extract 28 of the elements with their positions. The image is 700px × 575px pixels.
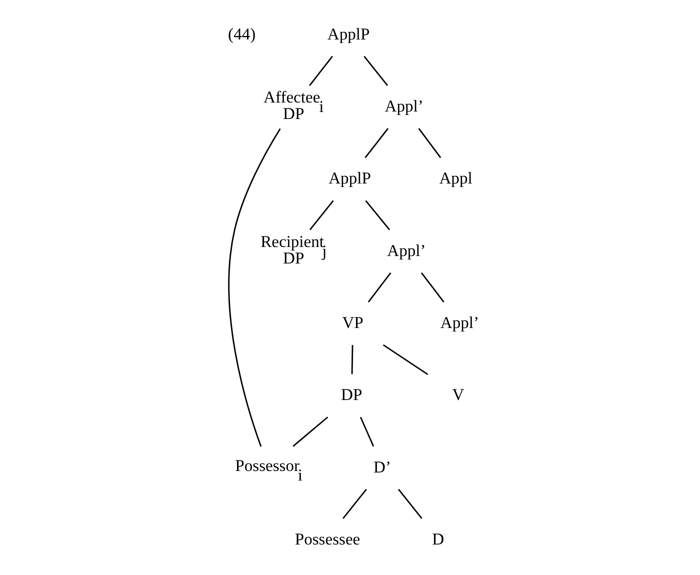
connector (397, 488, 422, 519)
connector (382, 344, 428, 375)
connector (364, 128, 388, 158)
node-text: D’ (373, 457, 391, 476)
node-text: Appl’ (384, 96, 423, 116)
connector (292, 416, 328, 447)
connector (420, 272, 444, 302)
connector (418, 128, 441, 158)
node-text: V (452, 385, 464, 404)
node-text: Appl’ (386, 240, 426, 260)
node-text: ApplP (326, 24, 370, 44)
connector (308, 56, 332, 86)
connector (367, 272, 391, 302)
connector (359, 416, 374, 447)
node-text: VP (342, 312, 363, 332)
node-text: Appl (438, 168, 472, 188)
node-text: DP (340, 385, 362, 404)
connector (308, 200, 334, 230)
label: (44) (228, 24, 256, 44)
connector (364, 200, 390, 230)
node-text: Possessee (294, 529, 360, 548)
connector (228, 128, 280, 447)
node-text: ApplP (328, 168, 370, 188)
node-text: Appl’ (440, 312, 479, 332)
connector (342, 488, 366, 519)
connector (350, 344, 353, 374)
connector (363, 56, 388, 86)
node-text: D (432, 529, 444, 548)
